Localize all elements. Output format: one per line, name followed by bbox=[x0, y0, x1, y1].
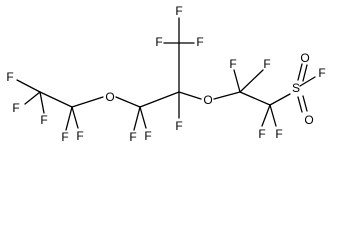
bond-lines bbox=[16, 17, 316, 131]
structure-diagram: F F F F F O F F F F F F O F F F F S F O … bbox=[6, 4, 325, 144]
atom-label-f: F bbox=[61, 130, 68, 144]
atom-label-f: F bbox=[155, 35, 162, 49]
atom-label-f: F bbox=[175, 119, 182, 133]
atom-label-f: F bbox=[40, 113, 47, 127]
atom-label-f: F bbox=[76, 129, 83, 143]
atom-label-f: F bbox=[275, 127, 282, 141]
atom-label-f: F bbox=[6, 70, 13, 84]
atom-label-f: F bbox=[144, 129, 151, 143]
atom-labels: F F F F F O F F F F F F O F F F F S F O … bbox=[6, 4, 325, 144]
atom-label-o: O bbox=[304, 113, 313, 127]
atom-label-s: S bbox=[292, 81, 300, 95]
atom-label-f: F bbox=[318, 66, 325, 80]
atom-label-o: O bbox=[203, 93, 212, 107]
atom-label-f: F bbox=[129, 130, 136, 144]
atom-label-f: F bbox=[263, 57, 270, 71]
atom-label-o: O bbox=[105, 90, 114, 104]
atom-label-f: F bbox=[196, 35, 203, 49]
atom-label-f: F bbox=[258, 127, 265, 141]
atom-label-f: F bbox=[12, 101, 19, 115]
atom-label-f: F bbox=[175, 4, 182, 18]
atom-label-o: O bbox=[300, 51, 309, 65]
atom-label-f: F bbox=[229, 57, 236, 71]
